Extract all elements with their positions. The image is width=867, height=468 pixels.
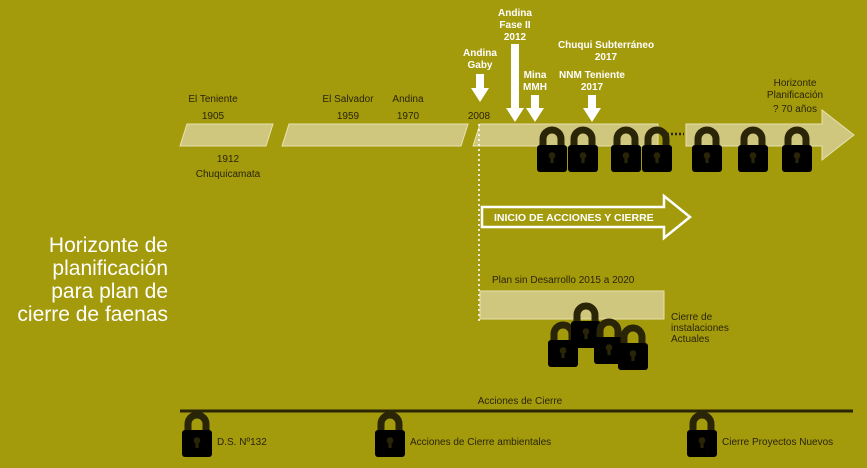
label-andina-fase2-1: Andina	[498, 8, 532, 19]
label-andina-fase2-2: Fase II	[499, 20, 530, 31]
label-chuqui-sub-2: 2017	[595, 52, 618, 63]
padlock-shackle-outline	[694, 126, 720, 150]
white-padlock-icon	[618, 324, 648, 370]
label-el-salvador-year: 1959	[337, 111, 360, 122]
legend-label-ds132: D.S. Nº132	[217, 437, 267, 448]
padlock-shackle-outline	[596, 318, 622, 342]
label-1912: 1912	[217, 154, 240, 165]
label-el-salvador: El Salvador	[322, 94, 374, 105]
label-andina-gaby-2: Gaby	[467, 60, 492, 71]
timeline-bar-2	[281, 123, 469, 147]
page-title-line-4: cierre de faenas	[17, 303, 168, 326]
plan-label: Plan sin Desarrollo 2015 a 2020	[492, 275, 635, 286]
arrow-andina-fase2	[506, 44, 524, 122]
arrow-mina-mmh	[526, 95, 544, 122]
padlock-shackle-outline	[573, 302, 599, 326]
label-chuqui-sub-1: Chuqui Subterráneo	[558, 40, 654, 51]
label-mina-mmh-2: MMH	[523, 82, 547, 93]
label-chuquicamata: Chuquicamata	[196, 169, 261, 180]
white-padlock-icon	[642, 126, 672, 172]
padlock-shackle-outline	[620, 324, 646, 348]
orange-padlock-icon	[692, 126, 722, 172]
page-title-line-3: para plan de	[51, 280, 168, 303]
orange-padlock-icon	[182, 411, 212, 457]
padlock-shackle-outline	[740, 126, 766, 150]
label-nnm-teniente-1: NNM Teniente	[559, 70, 625, 81]
arrow-nnm-teniente	[583, 95, 601, 122]
label-horizonte-1: Horizonte	[774, 78, 817, 89]
label-andina-fase2-3: 2012	[504, 32, 527, 43]
padlock-shackle-outline	[539, 126, 565, 150]
legend-label-proyectos-nuevos: Cierre Proyectos Nuevos	[722, 437, 833, 448]
label-horizonte-3: ? 70 años	[773, 104, 817, 115]
page-title-line-1: Horizonte de	[48, 234, 168, 257]
label-andina-gaby-1: Andina	[463, 48, 497, 59]
page-title-line-2: planificación	[52, 257, 168, 280]
white-padlock-icon	[568, 126, 598, 172]
legend-item-proyectos-nuevos: Cierre Proyectos Nuevos	[687, 411, 833, 457]
page-title: Horizonte de planificación para plan de …	[0, 234, 168, 326]
padlock-shackle-outline	[184, 411, 210, 435]
padlock-shackle-outline	[377, 411, 403, 435]
inicio-label: INICIO DE ACCIONES Y CIERRE	[494, 212, 654, 224]
label-andina: Andina	[392, 94, 424, 105]
gray-padlock-icon	[687, 411, 717, 457]
legend-item-ds132: D.S. Nº132	[182, 411, 267, 457]
padlock-shackle-outline	[644, 126, 670, 150]
label-nnm-teniente-2: 2017	[581, 82, 604, 93]
white-padlock-icon	[571, 302, 601, 348]
legend-item-ambientales: Acciones de Cierre ambientales	[375, 411, 551, 457]
acciones-label: Acciones de Cierre	[478, 396, 563, 407]
padlock-shackle-outline	[550, 321, 576, 345]
orange-padlock-icon	[611, 126, 641, 172]
label-horizonte-2: Planificación	[767, 90, 823, 101]
arrow-andina-gaby	[471, 74, 489, 102]
label-el-teniente-year: 1905	[202, 111, 225, 122]
cierre-label-2: instalaciones	[671, 323, 729, 334]
padlock-shackle-outline	[570, 126, 596, 150]
orange-padlock-icon	[537, 126, 567, 172]
white-padlock-icon	[375, 411, 405, 457]
gray-padlock-icon	[782, 126, 812, 172]
legend-label-ambientales: Acciones de Cierre ambientales	[410, 437, 551, 448]
plan-bar	[479, 290, 665, 320]
orange-padlock-icon	[594, 318, 624, 364]
padlock-shackle-outline	[613, 126, 639, 150]
white-padlock-icon	[738, 126, 768, 172]
cierre-label-1: Cierre de	[671, 312, 713, 323]
timeline-bar-1	[179, 123, 274, 147]
label-andina-year: 1970	[397, 111, 420, 122]
inicio-arrow	[480, 193, 692, 241]
padlock-shackle-outline	[784, 126, 810, 150]
label-el-teniente: El Teniente	[188, 94, 238, 105]
cierre-label-3: Actuales	[671, 334, 709, 345]
label-2008: 2008	[468, 111, 491, 122]
label-mina-mmh-1: Mina	[524, 70, 547, 81]
padlock-shackle-outline	[689, 411, 715, 435]
